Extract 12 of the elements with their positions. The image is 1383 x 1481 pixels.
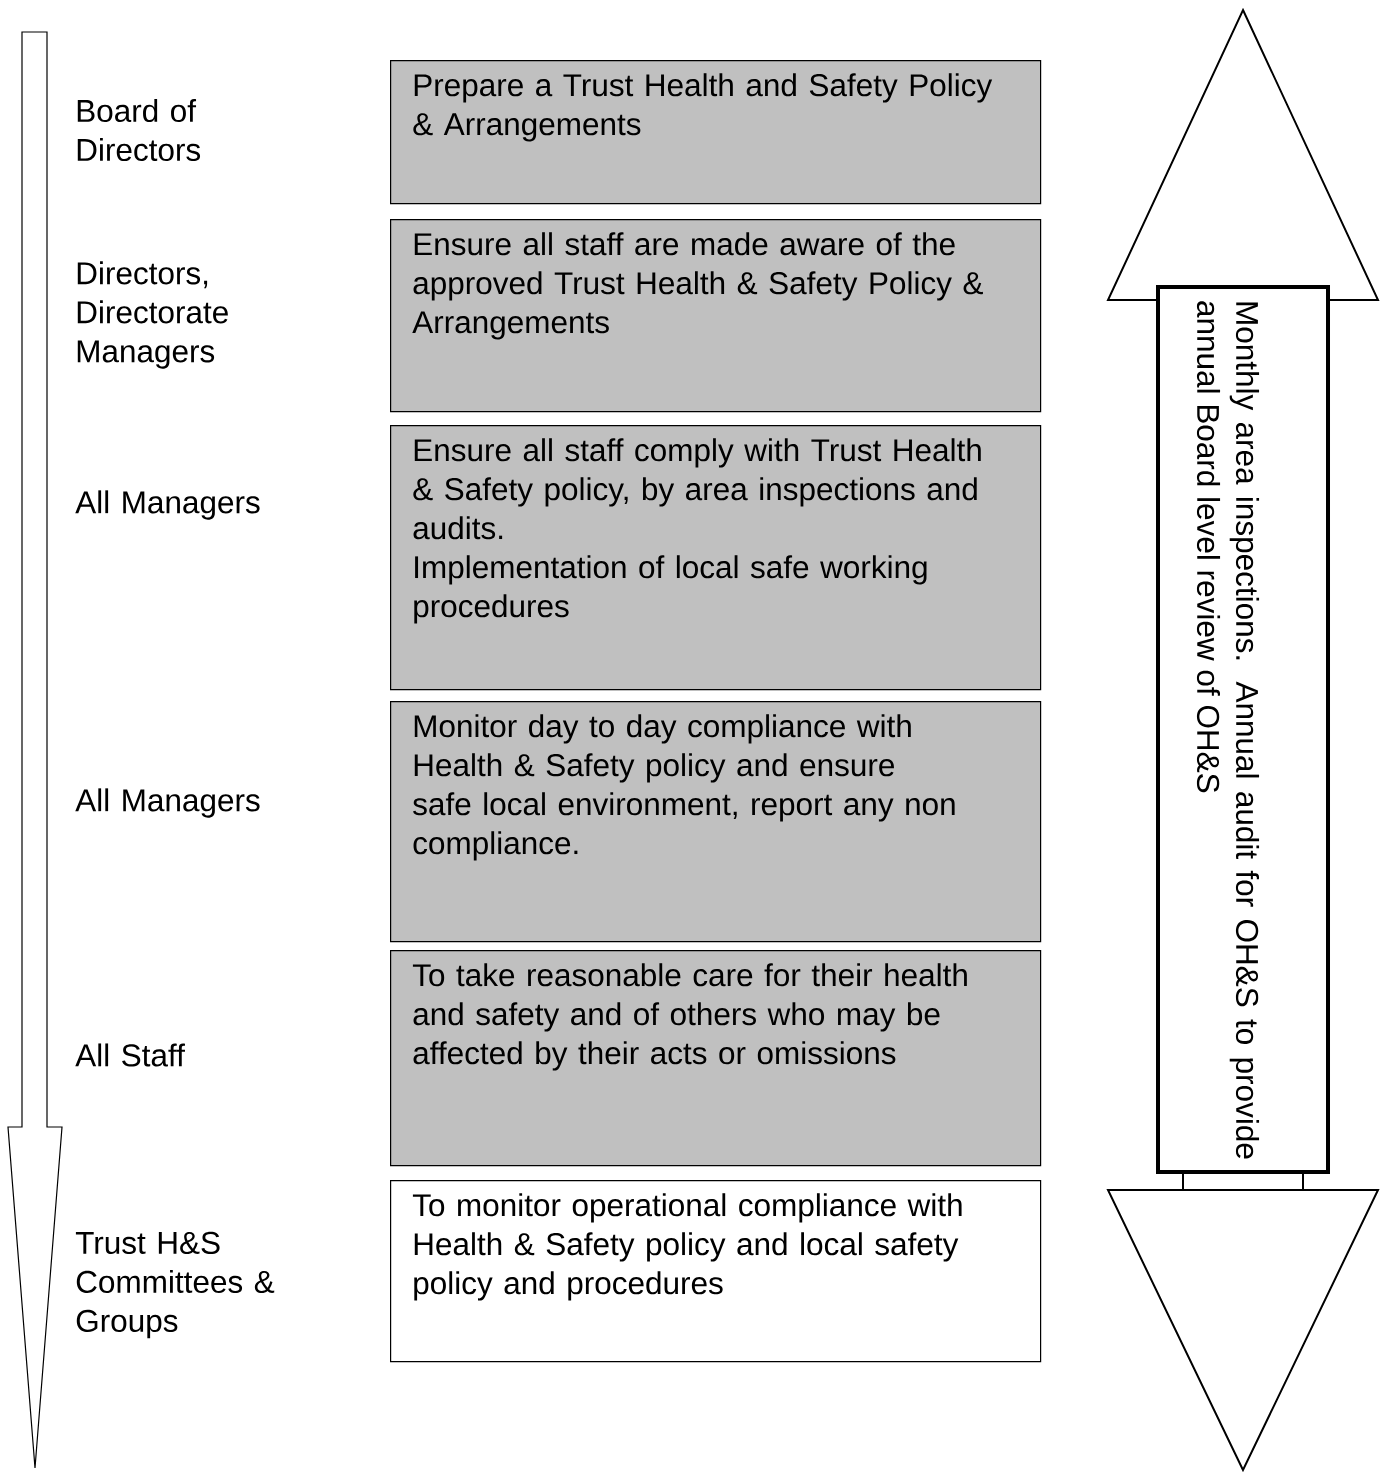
process-box: To monitor operational compliance with Health & Safety policy and local safety policy and procedures [390,1180,1042,1363]
process-box: Prepare a Trust Health and Safety Policy & Arrangements [390,60,1042,205]
role-label: All Managers [75,490,260,520]
role-label: All Managers [75,788,260,818]
role-label: Board of Directors [77,98,201,162]
role-label: All Staff [75,1043,185,1067]
role-label: Trust H&S Committees & Groups [75,1231,275,1339]
role-label: Directors, Directorate Managers [77,261,228,369]
process-box: Ensure all staff comply with Trust Health & Safety policy, by area inspections and audits. Implementation of local safe working procedures [390,425,1042,691]
process-box: To take reasonable care for their health and safety and of others who may be affected by their acts or omissions [390,950,1042,1167]
process-box: Monitor day to day compliance with Health & Safety policy and ensure safe local environment, report any non compliance. [390,701,1042,943]
process-box: Ensure all staff are made aware of the approved Trust Health & Safety Policy & Arrangements [390,219,1042,413]
